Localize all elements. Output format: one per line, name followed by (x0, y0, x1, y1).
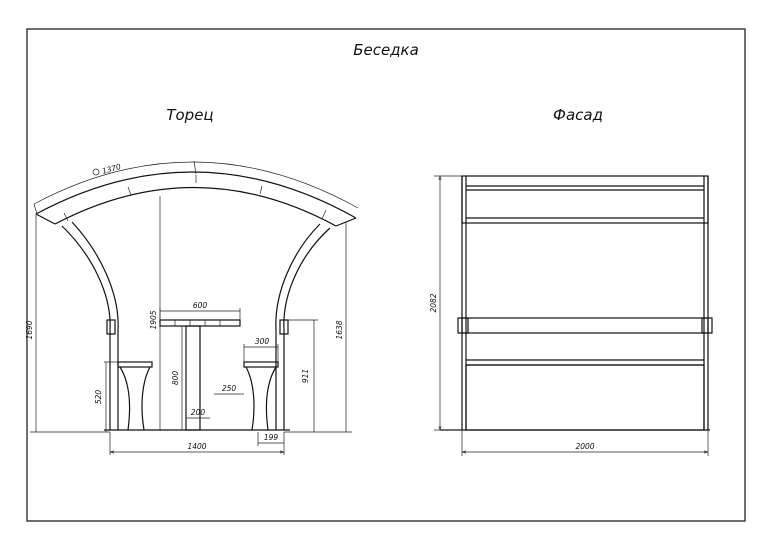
drawing-title: Беседка (353, 41, 419, 59)
facade-view-label: Фасад (553, 106, 603, 124)
table-height-dim: 800 (171, 371, 180, 386)
left-post (61, 225, 111, 430)
end-view: 1370 1690 1638 1905 (25, 160, 359, 455)
base-width-dim: 1400 (187, 442, 206, 451)
facade-roof (461, 175, 709, 224)
facade-lower-rail (465, 364, 705, 431)
right-height-dim: 1638 (335, 320, 344, 339)
facade-view: 2082 2000 (429, 175, 713, 456)
table-base-dim: 200 (191, 408, 206, 417)
bench-seat-dim: 300 (255, 337, 270, 346)
table-top (159, 319, 241, 327)
side-offset-dim: 199 (264, 433, 279, 442)
end-view-label: Торец (166, 106, 213, 124)
bench-low-dim: 520 (94, 390, 103, 405)
center-height-dim: 1905 (149, 310, 158, 329)
left-height-dim: 1690 (25, 320, 34, 339)
roof-arc-dim-line (33, 161, 359, 209)
leg-offset-dim: 250 (222, 384, 237, 393)
sheet-frame (26, 28, 746, 522)
right-post (283, 227, 331, 430)
facade-mid-rail (461, 317, 709, 334)
table-top-dim: 600 (193, 301, 208, 310)
left-bench-seat (117, 361, 153, 368)
facade-height-dim: 2082 (429, 293, 438, 312)
right-bench-seat (243, 361, 279, 368)
roof-arc-dim: 1370 (101, 162, 122, 176)
bench-height-dim: 911 (301, 369, 310, 383)
facade-left-post (461, 176, 467, 430)
facade-width-dim: 2000 (575, 442, 594, 451)
roof-inner-arc (54, 186, 337, 227)
